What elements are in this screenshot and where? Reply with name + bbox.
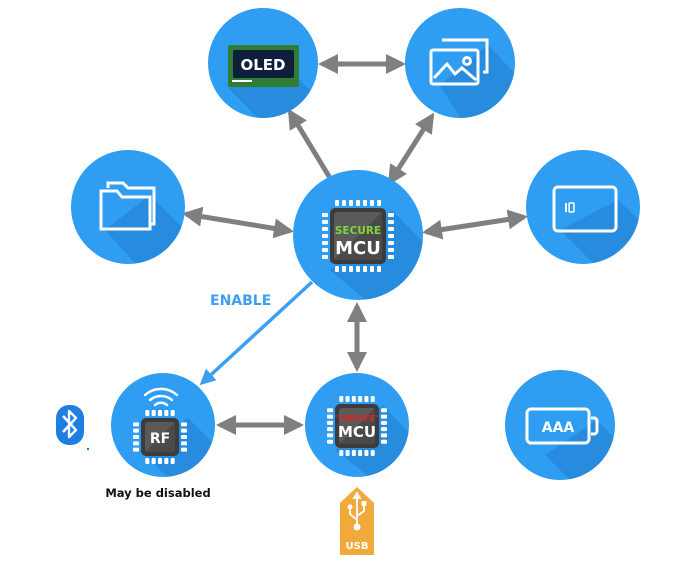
battery-label: AAA: [542, 420, 575, 436]
enable-label: ENABLE: [210, 293, 271, 309]
wireless-chip-icon: [133, 410, 187, 464]
edge-secure-smartcard: [422, 209, 528, 240]
chip-icon: [322, 200, 394, 272]
rf-caption: May be disabled: [105, 486, 210, 500]
node-files[interactable]: [71, 150, 200, 280]
chip-icon: [327, 396, 387, 456]
usb-label: USB: [346, 541, 369, 552]
usb-icon: [347, 491, 367, 531]
usb-port[interactable]: USB: [340, 487, 374, 555]
smartcard-icon: [552, 185, 618, 233]
node-images[interactable]: [405, 8, 540, 150]
rf-label: RF: [150, 431, 170, 447]
unsafe-mcu-label: MCU: [338, 423, 376, 441]
battery-icon: [525, 407, 599, 445]
edge-secure-images: [387, 112, 435, 186]
node-secure-mcu[interactable]: SECURE MCU: [293, 170, 440, 320]
node-battery[interactable]: AAA: [505, 370, 640, 500]
secure-mcu-label: MCU: [335, 238, 381, 259]
folder-icon: [99, 181, 156, 231]
bluetooth-icon: [56, 405, 90, 451]
edges: [182, 54, 528, 435]
oled-label: OLED: [240, 56, 285, 74]
node-smartcard[interactable]: [526, 150, 660, 280]
secure-label: SECURE: [335, 225, 381, 237]
image-gallery-icon: [429, 38, 489, 86]
edge-secure-to-oled: [287, 108, 333, 180]
oled-display-icon: [228, 45, 299, 87]
edge-secure-files: [182, 206, 294, 239]
node-rf[interactable]: RF: [111, 373, 230, 490]
unsafe-label: "UNSAFE": [335, 414, 379, 423]
node-oled[interactable]: OLED: [208, 8, 340, 150]
wifi-signal-icon: [143, 387, 179, 407]
edge-enable-secure-to-rf: [199, 280, 314, 386]
node-unsafe-mcu[interactable]: "UNSAFE" MCU: [305, 373, 425, 485]
